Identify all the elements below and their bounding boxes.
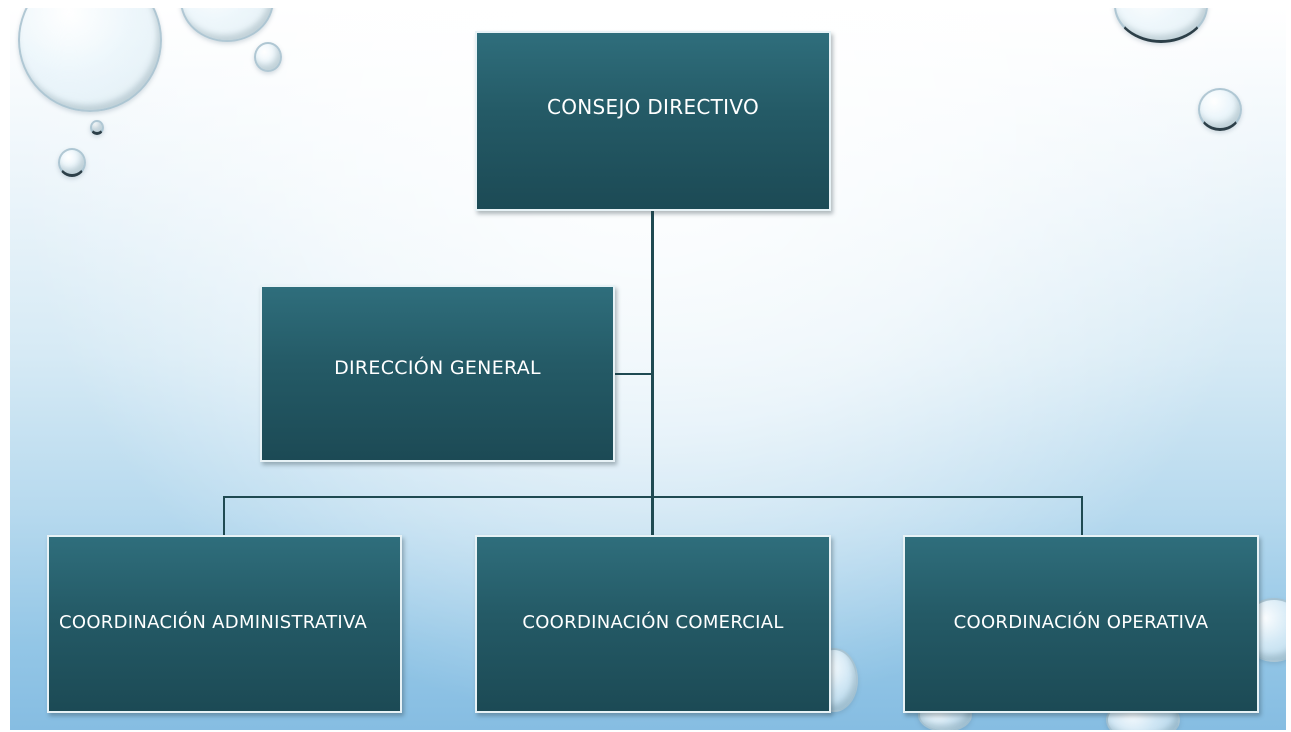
org-box-label: CONSEJO DIRECTIVO xyxy=(546,95,760,119)
connector-line-assistant xyxy=(613,373,653,375)
connector-line-vertical-main xyxy=(651,210,654,535)
water-drop-icon xyxy=(58,148,86,177)
connector-line-right-drop xyxy=(1081,496,1083,536)
water-drop-icon xyxy=(180,8,274,42)
water-drop-icon xyxy=(90,120,104,135)
org-box-consejo-directivo: CONSEJO DIRECTIVO xyxy=(475,31,831,211)
slide-canvas: CONSEJO DIRECTIVO DIRECCIÓN GENERAL COOR… xyxy=(10,8,1286,730)
org-box-label: COORDINACIÓN OPERATIVA xyxy=(953,611,1209,633)
org-box-coordinacion-operativa: COORDINACIÓN OPERATIVA xyxy=(903,535,1259,713)
water-drop-icon xyxy=(254,42,282,72)
org-box-label: COORDINACIÓN ADMINISTRATIVA xyxy=(59,611,368,633)
org-box-coordinacion-comercial: COORDINACIÓN COMERCIAL xyxy=(475,535,831,713)
water-drop-icon xyxy=(1198,88,1242,131)
connector-line-horizontal xyxy=(223,496,1083,498)
water-drop-icon xyxy=(18,8,162,112)
connector-line-left-drop xyxy=(223,496,225,536)
org-box-coordinacion-administrativa: COORDINACIÓN ADMINISTRATIVA xyxy=(47,535,402,713)
org-box-label: DIRECCIÓN GENERAL xyxy=(334,356,541,379)
org-box-direccion-general: DIRECCIÓN GENERAL xyxy=(260,285,615,462)
org-box-label: COORDINACIÓN COMERCIAL xyxy=(522,611,784,633)
water-drop-icon xyxy=(1114,8,1208,43)
